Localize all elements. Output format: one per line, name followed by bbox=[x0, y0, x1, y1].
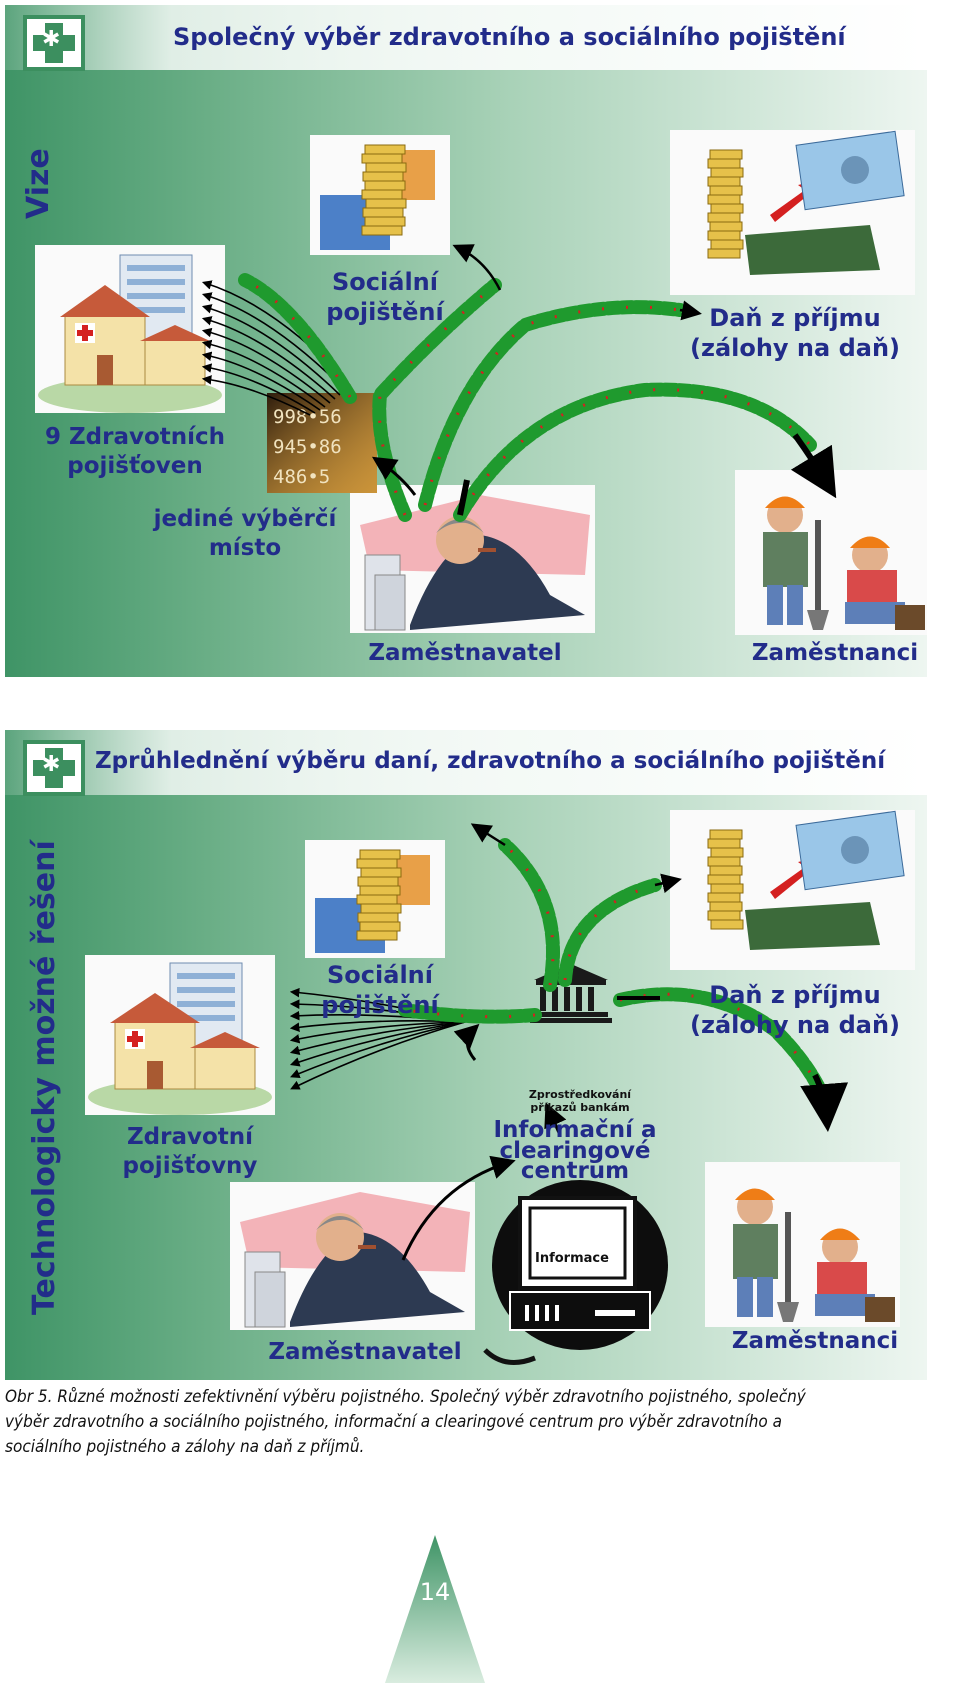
single-collection-point-label: jediné výběrčí místo bbox=[153, 506, 337, 561]
insurers-label: Zdravotní pojišťovny bbox=[122, 1124, 258, 1179]
panel-title: Společný výběr zdravotního a sociálního … bbox=[173, 23, 846, 51]
clearing-center-label: Informační a clearingové centrum bbox=[493, 1117, 657, 1185]
card-number-1: 998•56 bbox=[273, 406, 342, 428]
hospital-icon bbox=[85, 955, 275, 1115]
bank-orders-label: Zprostředkování příkazů bankám bbox=[528, 1088, 632, 1115]
coin-stack-icon bbox=[305, 840, 445, 958]
income-tax-label: Daň z příjmu (zálohy na daň) bbox=[690, 304, 900, 362]
employees-label: Zaměstnanci bbox=[751, 640, 919, 666]
technical-solution-panel: ✱ Zprůhlednění výběru daní, zdravotního … bbox=[5, 730, 927, 1380]
employees-label: Zaměstnanci bbox=[731, 1328, 899, 1354]
banknote-icon bbox=[670, 810, 915, 970]
page-number-triangle bbox=[385, 1535, 485, 1683]
income-tax-label: Daň z příjmu (zálohy na daň) bbox=[690, 981, 900, 1039]
card-number-3: 486•5 bbox=[273, 466, 330, 488]
employer-icon bbox=[230, 1182, 475, 1330]
social-insurance-label: Sociální pojištění bbox=[321, 961, 439, 1019]
employer-icon bbox=[350, 485, 595, 633]
workers-icon bbox=[705, 1162, 900, 1327]
employer-label: Zaměstnavatel bbox=[368, 640, 562, 666]
panel-header bbox=[5, 730, 927, 795]
health-logo-icon: ✱ bbox=[23, 15, 85, 71]
money-flow-icon bbox=[201, 244, 837, 522]
card-icon: 998•56 945•86 486•5 bbox=[267, 393, 377, 493]
panel-header bbox=[5, 5, 927, 70]
figure-caption: Obr 5. Různé možnosti zefektivnění výběr… bbox=[5, 1387, 806, 1457]
money-flow-icon bbox=[289, 823, 849, 1261]
social-insurance-label: Sociální pojištění bbox=[326, 268, 444, 326]
banknote-icon bbox=[670, 130, 915, 295]
health-logo-icon: ✱ bbox=[23, 740, 85, 796]
page-number: 14 bbox=[419, 1578, 451, 1606]
coin-stack-icon bbox=[310, 135, 450, 255]
card-number-2: 945•86 bbox=[273, 436, 342, 458]
computer-icon: Informace bbox=[483, 1180, 668, 1365]
information-label: Informace bbox=[535, 1251, 609, 1266]
hospital-icon bbox=[35, 245, 225, 413]
panel-title: Zprůhlednění výběru daní, zdravotního a … bbox=[95, 748, 886, 774]
workers-icon bbox=[735, 470, 927, 635]
vision-panel: ✱ Společný výběr zdravotního a sociálníh… bbox=[5, 5, 927, 677]
employer-label: Zaměstnavatel bbox=[268, 1339, 462, 1365]
insurers-label: 9 Zdravotních pojišťoven bbox=[44, 424, 226, 479]
